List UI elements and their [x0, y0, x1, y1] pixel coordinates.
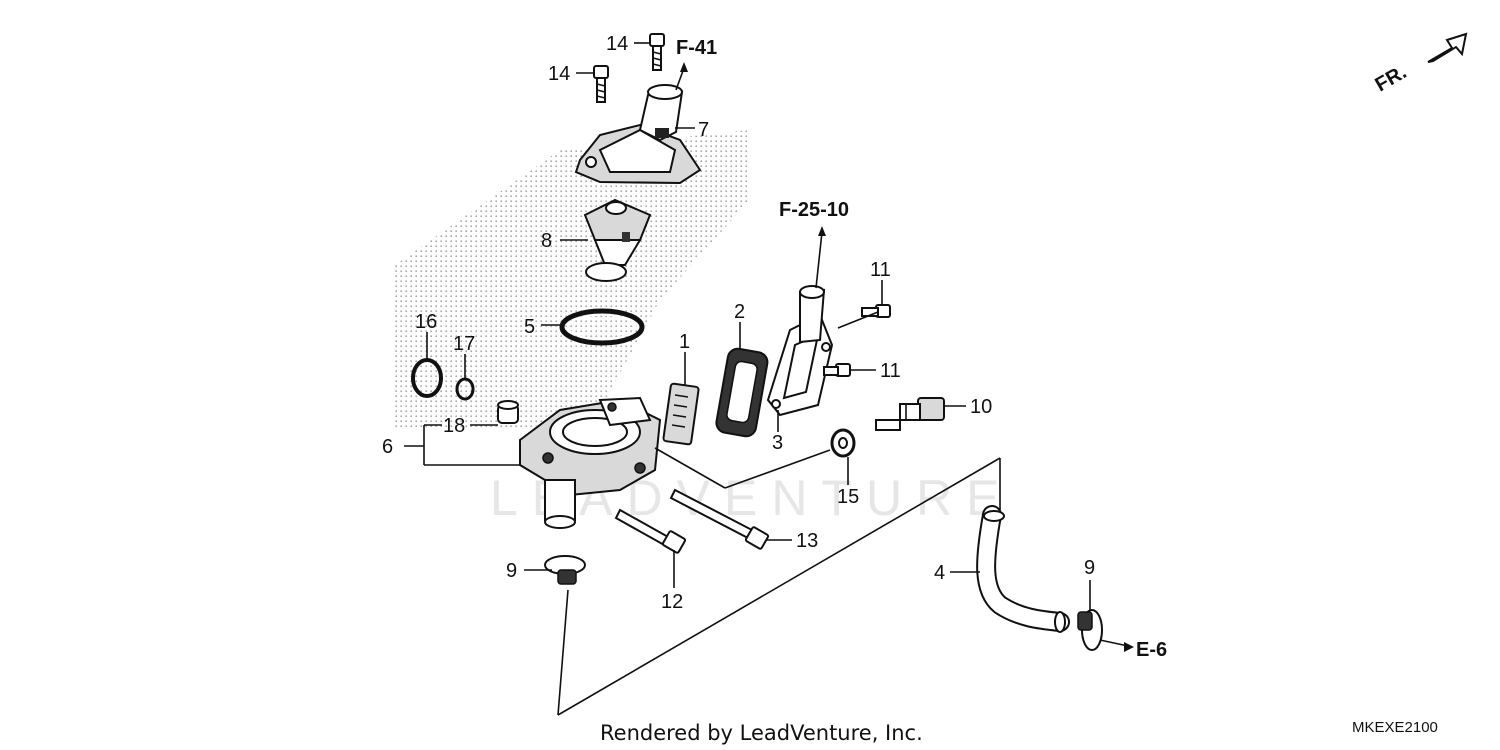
callout-5: 5: [524, 316, 535, 338]
gasket-2: [715, 347, 769, 438]
callout-4: 4: [934, 562, 945, 584]
gasket-1: [662, 382, 700, 446]
thermostat: [583, 198, 652, 282]
washer-15: [830, 428, 856, 458]
leader-lines: [404, 42, 1134, 716]
callout-13: 13: [796, 530, 818, 552]
callout-8: 8: [541, 230, 552, 252]
reference-e6: E-6: [1136, 639, 1167, 661]
temperature-sensor-10: [875, 397, 945, 431]
callout-18: 18: [443, 415, 465, 437]
bolt-14-lower: [593, 65, 609, 103]
water-joint-3: [766, 285, 834, 417]
footer-rendered-by: Rendered by LeadVenture, Inc.: [600, 721, 923, 745]
thermostat-cover: [574, 84, 702, 185]
reference-f41: F-41: [676, 37, 717, 59]
callout-12: 12: [661, 591, 683, 613]
callout-16: 16: [415, 311, 437, 333]
callout-2: 2: [734, 301, 745, 323]
callout-6: 6: [382, 436, 393, 458]
bolt-13: [669, 488, 770, 550]
front-direction-label: FR.: [1372, 61, 1411, 96]
hose-clamp-9-left: [544, 555, 586, 585]
callout-14-lower: 14: [548, 63, 570, 85]
bolt-11-upper: [861, 304, 891, 318]
shading-band: [395, 130, 750, 430]
diagram-code: MKEXE2100: [1352, 719, 1438, 736]
hose-clamp-9-right: [1077, 609, 1103, 651]
callout-7: 7: [698, 119, 709, 141]
o-ring-5: [559, 308, 645, 346]
callout-9-left: 9: [506, 560, 517, 582]
front-direction-arrow: FR.: [1372, 32, 1468, 96]
bolt-14-upper: [649, 33, 665, 71]
bolt-12: [614, 508, 687, 554]
reference-f25-10: F-25-10: [779, 199, 849, 221]
callout-11-lower: 11: [880, 360, 901, 382]
callout-9-right: 9: [1084, 557, 1095, 579]
callout-15: 15: [837, 486, 859, 508]
thermostat-housing-6: [519, 396, 662, 529]
callout-11-upper: 11: [870, 259, 891, 281]
callout-14-upper: 14: [606, 33, 628, 55]
callout-17: 17: [453, 333, 475, 355]
callout-10: 10: [970, 396, 992, 418]
collar-18: [497, 400, 519, 424]
water-hose-4: [976, 505, 1070, 633]
callout-3: 3: [772, 432, 783, 454]
callout-1: 1: [679, 331, 690, 353]
